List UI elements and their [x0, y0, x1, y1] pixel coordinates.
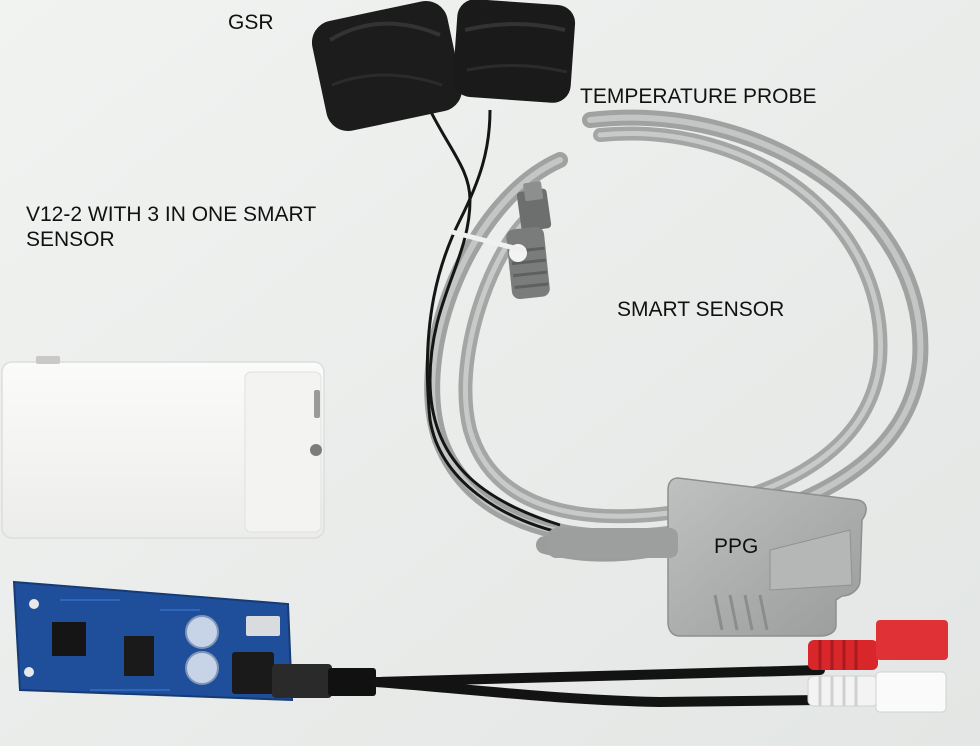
v12-pcb — [12, 580, 294, 702]
red-connector — [808, 620, 948, 670]
device-label: V12-2 WITH 3 IN ONE SMART SENSOR — [26, 202, 316, 252]
gsr-electrode-right — [452, 0, 576, 103]
device-label-line2: SENSOR — [26, 228, 115, 252]
ppg-finger-clip — [548, 477, 867, 637]
audio-cable — [272, 664, 825, 708]
gsr-wires — [425, 109, 571, 537]
smart-sensor-label: SMART SENSOR — [617, 298, 785, 321]
temperature-probe-label: TEMPERATURE PROBE — [580, 85, 817, 108]
ppg-label: PPG — [714, 535, 759, 558]
temperature-probe-connector — [449, 181, 552, 300]
device-label-line1: V12-2 WITH 3 IN ONE SMART — [26, 203, 317, 226]
v12-enclosure — [1, 356, 325, 539]
white-connector — [807, 671, 947, 713]
gsr-electrode-left — [311, 0, 463, 132]
gsr-label: GSR — [228, 11, 274, 34]
